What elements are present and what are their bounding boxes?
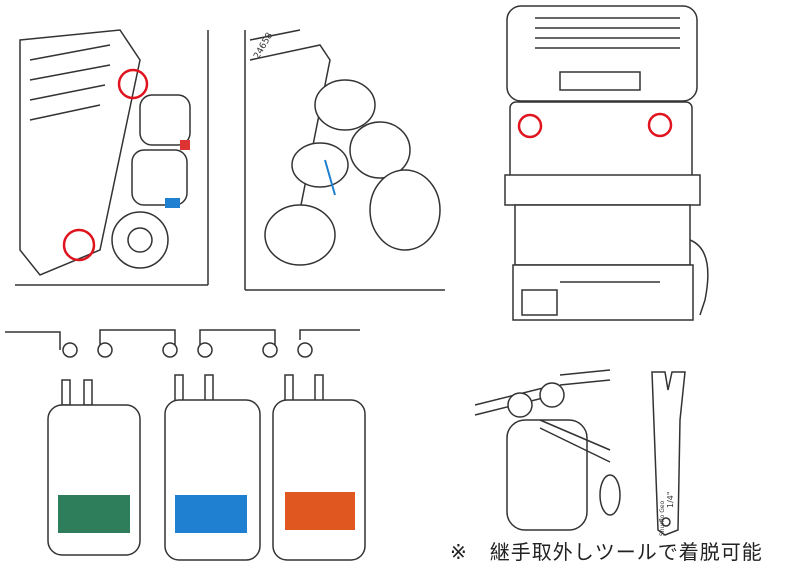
note-mark: ※ [450, 540, 468, 564]
fitting-removal-tool [651, 371, 686, 536]
cartridge-orange [272, 374, 366, 561]
cartridge-green [47, 379, 141, 556]
highlight-circle-right [647, 112, 673, 138]
panel-machine-back [504, 5, 709, 321]
removal-tool-in-use [474, 369, 621, 531]
caption: ※ 継手取外しツールで着脱可能 [450, 536, 763, 565]
fittings-row [5, 329, 360, 358]
tool-brand-label: Shurflo Geo [659, 500, 666, 536]
panel-cartridges-installed-angle [244, 29, 445, 291]
cartridge-blue [164, 374, 261, 561]
highlight-circle-bottom [62, 228, 96, 262]
panel-cartridges-installed-side [15, 29, 209, 286]
highlight-circle-top [117, 68, 149, 100]
highlight-circle-left [517, 113, 543, 139]
caption-text: 継手取外しツールで着脱可能 [489, 540, 763, 564]
tool-size-label: 1/4" [666, 491, 675, 508]
